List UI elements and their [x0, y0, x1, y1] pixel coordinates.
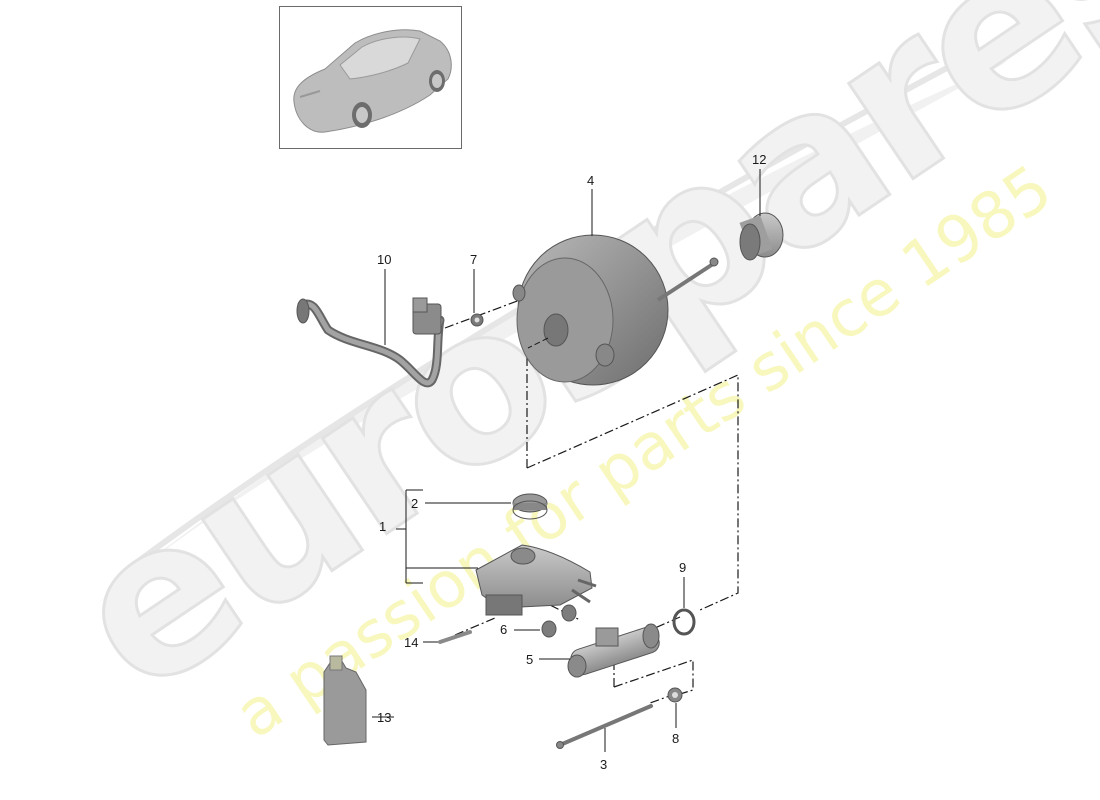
reservoir-part	[475, 544, 597, 616]
callout-9[interactable]: 9	[679, 560, 687, 575]
callout-13[interactable]: 13	[377, 710, 392, 725]
callout-4[interactable]: 4	[587, 173, 595, 188]
bellows-part	[739, 212, 784, 261]
pin-part	[438, 630, 472, 644]
callout-1[interactable]: 1	[379, 519, 387, 534]
callout-2[interactable]: 2	[411, 496, 419, 511]
callout-14[interactable]: 14	[404, 635, 419, 650]
car-icon	[293, 29, 452, 133]
callout-3[interactable]: 3	[600, 757, 608, 772]
callout-12[interactable]: 12	[752, 152, 767, 167]
callout-5[interactable]: 5	[526, 652, 534, 667]
brake-fluid-bottle-part	[323, 655, 367, 746]
push-rod-part	[556, 704, 653, 749]
master-cylinder-part	[567, 623, 660, 678]
leader-lines	[372, 169, 761, 752]
grommet-parts	[541, 604, 577, 638]
callout-10[interactable]: 10	[377, 252, 392, 267]
callout-7[interactable]: 7	[470, 252, 478, 267]
callout-8[interactable]: 8	[672, 731, 680, 746]
brake-booster-part	[512, 234, 719, 386]
vacuum-hose-part	[296, 297, 445, 388]
o-ring-part	[672, 608, 696, 636]
callout-6[interactable]: 6	[500, 622, 508, 637]
nut-part	[667, 687, 683, 703]
reservoir-cap-part	[512, 493, 548, 520]
vehicle-thumbnail	[279, 6, 462, 149]
seal-part	[470, 313, 484, 327]
